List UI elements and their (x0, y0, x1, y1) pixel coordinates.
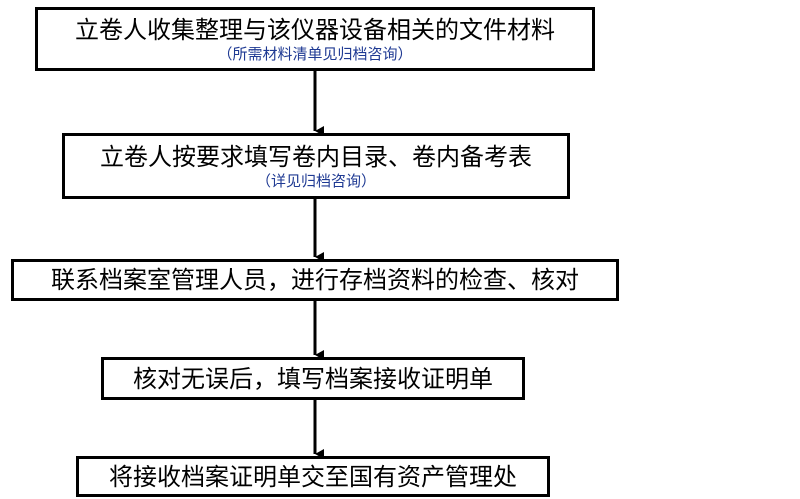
step-4-fill-receipt-box: 核对无误后，填写档案接收证明单 (101, 357, 525, 400)
step-1-text: 立卷人收集整理与该仪器设备相关的文件材料 (75, 16, 555, 44)
step-1-note: （所需材料清单见归档咨询） (217, 45, 413, 63)
step-2-text: 立卷人按要求填写卷内目录、卷内备考表 (100, 143, 532, 171)
step-2-note: （详见归档咨询） (255, 172, 376, 190)
step-5-submit-receipt-box: 将接收档案证明单交至国有资产管理处 (76, 456, 550, 497)
step-5-text: 将接收档案证明单交至国有资产管理处 (109, 463, 517, 491)
step-3-text: 联系档案室管理人员，进行存档资料的检查、核对 (51, 266, 579, 294)
step-4-text: 核对无误后，填写档案接收证明单 (133, 365, 493, 393)
step-3-contact-archive-box: 联系档案室管理人员，进行存档资料的检查、核对 (11, 259, 619, 301)
step-1-collect-materials-box: 立卷人收集整理与该仪器设备相关的文件材料 （所需材料清单见归档咨询） (35, 7, 595, 71)
step-2-fill-catalog-box: 立卷人按要求填写卷内目录、卷内备考表 （详见归档咨询） (62, 133, 570, 199)
